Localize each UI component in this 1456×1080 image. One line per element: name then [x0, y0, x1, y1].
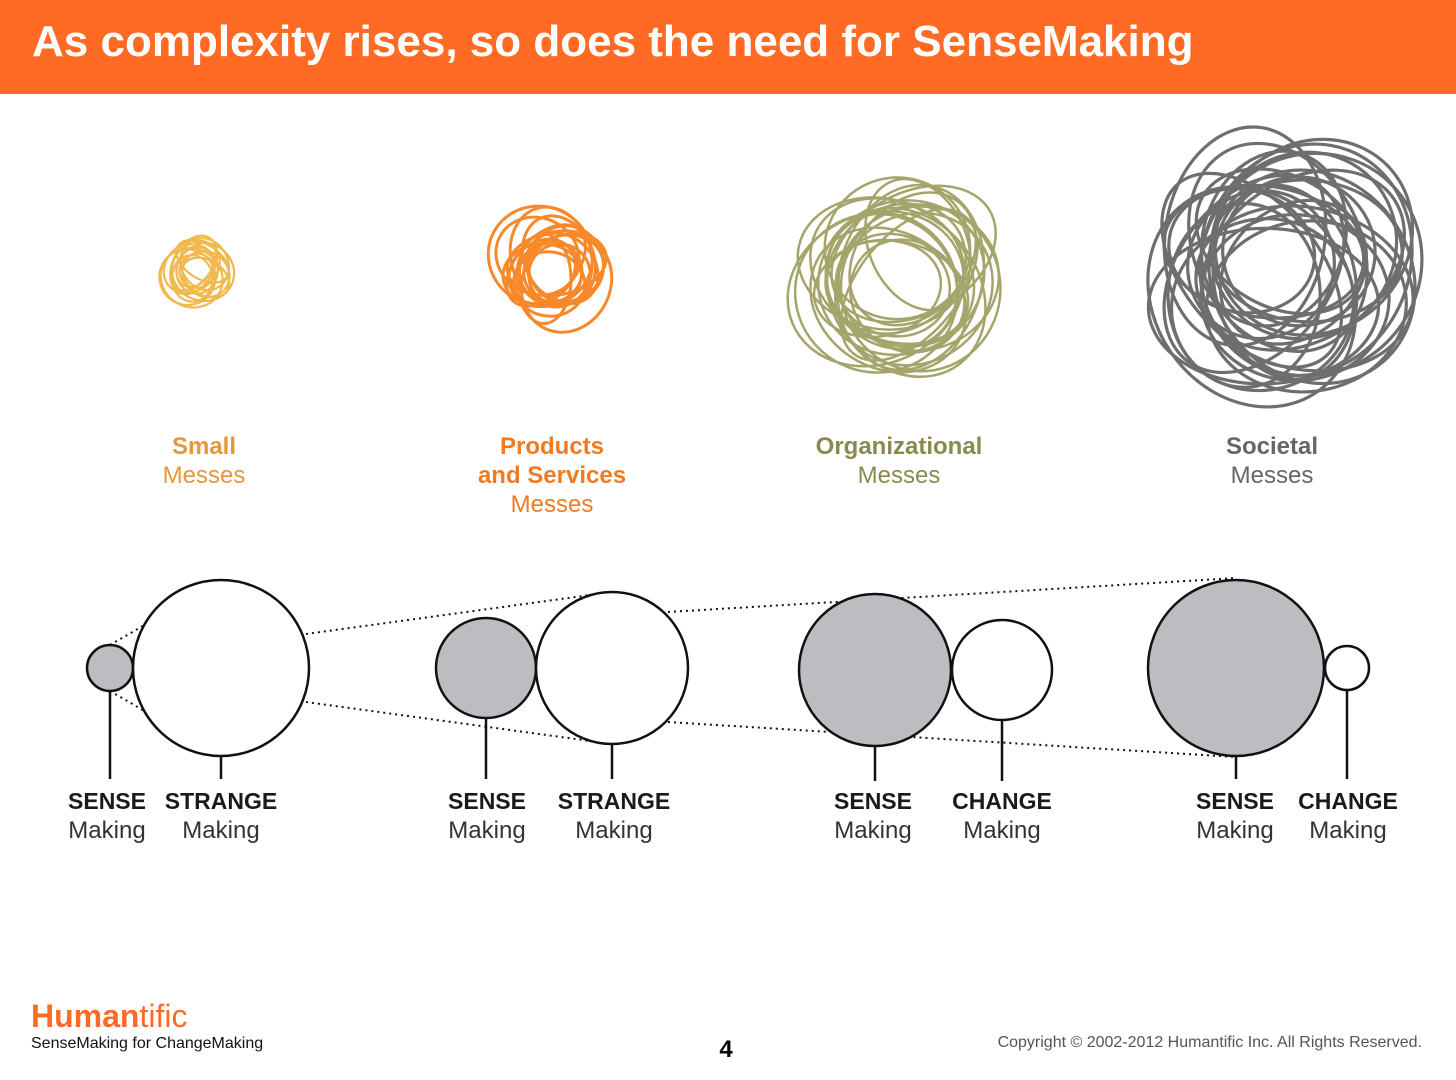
- change-circle: [1323, 644, 1371, 692]
- circle-label: STRANGE Making: [165, 786, 277, 846]
- circle-label-subtitle: Making: [1309, 817, 1387, 844]
- mess-subtitle: Messes: [857, 462, 941, 489]
- circle-pair-2: [434, 590, 690, 779]
- connector-top-3: [667, 577, 1237, 613]
- circle-label: SENSE Making: [448, 786, 526, 846]
- circle-label-title: STRANGE: [557, 788, 671, 814]
- humantific-logo: Humantific SenseMaking for ChangeMaking: [31, 997, 263, 1053]
- copyright: Copyright © 2002-2012 Humantific Inc. Al…: [997, 1034, 1422, 1051]
- scribble-loop: [834, 232, 952, 338]
- scribble-loop: [1194, 167, 1368, 316]
- brand-wordmark: Humantific: [31, 997, 263, 1035]
- brand-bold: Human: [31, 998, 140, 1034]
- circle-label-title: CHANGE: [1298, 788, 1398, 814]
- scribble-societal: [1146, 125, 1424, 409]
- circle-label: SENSE Making: [834, 786, 912, 846]
- mess-title-line1: Products: [499, 433, 604, 460]
- mess-title-line2: and Services: [477, 462, 627, 489]
- mess-label-societal: Societal Messes: [1226, 432, 1318, 490]
- circle-label: STRANGE Making: [558, 786, 670, 846]
- circle-label-subtitle: Making: [575, 817, 653, 844]
- mess-subtitle: Messes: [510, 491, 594, 518]
- sense-circle: [434, 616, 538, 720]
- scribble-loop: [793, 212, 959, 374]
- circle-pair-4: [1146, 578, 1371, 779]
- scribble-loop: [1194, 204, 1415, 373]
- circle-label-subtitle: Making: [448, 817, 526, 844]
- mess-title: Organizational: [815, 433, 983, 460]
- scribble-loop: [823, 176, 972, 321]
- scribble-loop: [1187, 141, 1369, 353]
- scribble-products: [486, 204, 614, 334]
- scribble-loop: [1199, 149, 1349, 328]
- scribble-loop: [519, 232, 614, 334]
- sense-circle: [85, 643, 135, 693]
- scribble-loop: [511, 250, 587, 318]
- scribble-loop: [1162, 125, 1328, 348]
- circle-label-subtitle: Making: [182, 817, 260, 844]
- scribble-organizational: [786, 176, 1002, 379]
- mess-label-organizational: Organizational Messes: [816, 432, 983, 490]
- mess-label-products: Products and Services Messes: [478, 432, 626, 519]
- circle-pair-3: [797, 592, 1054, 781]
- mess-title: Small: [171, 433, 237, 460]
- slide-title: As complexity rises, so does the need fo…: [32, 17, 1194, 66]
- circle-pair-1: [85, 578, 311, 779]
- scribble-loop: [837, 205, 1001, 352]
- circle-label-subtitle: Making: [834, 817, 912, 844]
- mess-label-small: Small Messes: [163, 432, 246, 490]
- brand-rest: tific: [139, 998, 188, 1034]
- connector-bottom-3: [667, 721, 1237, 758]
- scribble-loop: [159, 247, 224, 309]
- circle-label-subtitle: Making: [963, 817, 1041, 844]
- circle-label-title: SENSE: [448, 788, 526, 814]
- scribble-small: [158, 234, 236, 309]
- scribble-loop: [175, 239, 230, 284]
- circle-label-subtitle: Making: [68, 817, 146, 844]
- circle-label-title: SENSE: [834, 788, 912, 814]
- scribble-loop: [527, 242, 592, 307]
- circle-label: CHANGE Making: [1298, 786, 1398, 846]
- scribble-loop: [178, 252, 216, 289]
- mess-title: Societal: [1225, 433, 1319, 460]
- change-circle: [950, 618, 1054, 722]
- scribble-loop: [1166, 201, 1322, 389]
- dotted-connectors: [109, 577, 1237, 758]
- strange-circle: [131, 578, 311, 758]
- circle-label-title: SENSE: [68, 788, 146, 814]
- circle-label-title: STRANGE: [164, 788, 278, 814]
- sense-circle: [797, 592, 953, 748]
- circle-label-title: CHANGE: [952, 788, 1052, 814]
- mess-subtitle: Messes: [1230, 462, 1314, 489]
- scribble-loop: [1146, 226, 1381, 386]
- circle-label: SENSE Making: [1196, 786, 1274, 846]
- scribble-loop: [839, 208, 979, 362]
- mess-subtitle: Messes: [162, 462, 246, 489]
- sense-circle: [1146, 578, 1326, 758]
- page-number: 4: [719, 1036, 733, 1063]
- scribble-loop: [170, 241, 236, 303]
- brand-tagline: SenseMaking for ChangeMaking: [31, 1035, 264, 1052]
- circle-label: CHANGE Making: [952, 786, 1052, 846]
- scribble-loop: [824, 212, 959, 350]
- circle-label: SENSE Making: [68, 786, 146, 846]
- scribble-loop: [809, 226, 968, 374]
- circle-label-title: SENSE: [1196, 788, 1274, 814]
- scribble-loop: [521, 214, 597, 303]
- circle-label-subtitle: Making: [1196, 817, 1274, 844]
- strange-circle: [534, 590, 690, 746]
- title-banner: As complexity rises, so does the need fo…: [0, 0, 1456, 94]
